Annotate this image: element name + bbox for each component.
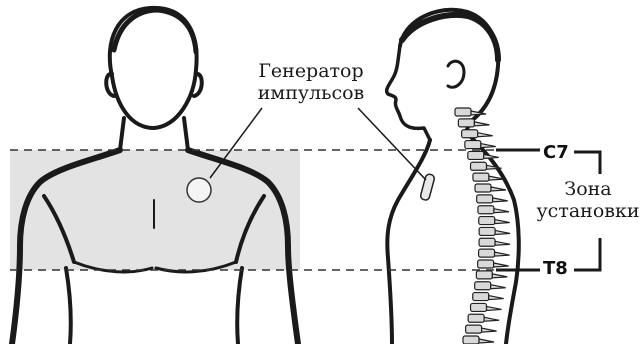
vertebra-process [484,154,499,158]
vertebra-process [489,296,504,300]
vertebra-process [482,328,497,332]
side-chest [387,140,430,344]
vertebra-process [491,285,506,289]
installation-zone-label-line2: установки [532,200,644,222]
pulse-generator-icon [187,178,211,202]
vertebra [458,119,474,127]
vertebra [468,151,484,159]
vertebra [478,206,494,214]
vertebra [465,141,481,149]
vertebra [455,108,471,116]
vertebra [479,249,495,257]
side-face [387,46,430,140]
vertebra-process [495,220,510,224]
front-neck-left [120,118,124,150]
c7-label: C7 [543,142,569,163]
side-figure [387,10,519,344]
vertebra [471,303,487,311]
front-arm-right [237,268,242,344]
vertebra-process [495,230,510,234]
vertebra-process [494,263,509,267]
vertebra-process [474,122,489,126]
side-ear [448,61,464,87]
pulse-generator-label-line1: Генератор [246,60,376,82]
spine-icon [455,108,510,344]
vertebra-process [487,306,502,310]
vertebra [479,238,495,246]
vertebra [466,325,482,333]
vertebra [476,271,492,279]
side-generator-icon [420,173,435,200]
vertebra [473,293,489,301]
vertebra [479,217,495,225]
vertebra [462,130,478,138]
installation-zone-label: Зона установки [532,178,644,223]
vertebra-process [492,274,507,278]
vertebra-process [493,198,508,202]
front-neck-right [184,118,188,150]
vertebra-process [494,209,509,213]
vertebra [477,195,493,203]
vertebra [463,336,479,344]
vertebra-process [495,252,510,256]
vertebra-process [478,133,493,137]
vertebra [479,227,495,235]
vertebra [471,162,487,170]
t8-label: T8 [543,258,568,279]
vertebra-process [481,144,496,148]
pulse-generator-label-line2: импульсов [246,82,376,104]
vertebra-process [484,317,499,321]
vertebra [475,184,491,192]
vertebra-process [495,241,510,245]
vertebra [468,314,484,322]
vertebra-process [491,187,506,191]
vertebra [475,282,491,290]
front-arm-left [66,268,71,344]
pulse-generator-label: Генератор импульсов [246,60,376,105]
vertebra [478,260,494,268]
vertebra-process [479,339,494,343]
installation-zone-label-line1: Зона [532,178,644,200]
vertebra [473,173,489,181]
